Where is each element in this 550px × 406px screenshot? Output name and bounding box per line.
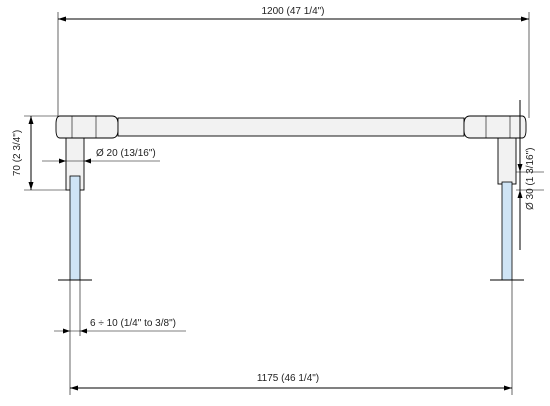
- top-overall-label: 1200 (47 1/4"): [261, 6, 324, 17]
- tube-arrow-left: [59, 158, 66, 164]
- left-glass-panel: [69, 175, 81, 281]
- tube-diameter-label: Ø 20 (13/16"): [96, 148, 156, 159]
- height-arrow-top: [28, 116, 34, 124]
- left-bracket: [55, 115, 119, 281]
- glass-thickness-label: 6 ÷ 10 (1/4" to 3/8"): [90, 318, 176, 329]
- top-overall-dimension: 1200 (47 1/4"): [57, 6, 530, 118]
- post-diameter-dimension: Ø 30 (1 3/16"): [516, 100, 544, 250]
- top-arrow-left: [58, 16, 66, 22]
- height-arrow-bottom: [28, 182, 34, 190]
- top-arrow-right: [521, 16, 529, 22]
- post-arrow-bottom: [517, 190, 523, 198]
- right-tee-fitting: [463, 115, 527, 139]
- glass-arrow-right: [80, 328, 87, 334]
- right-post: [497, 135, 517, 185]
- tube-arrow-right: [84, 158, 91, 164]
- bottom-arrow-left: [70, 385, 78, 391]
- post-arrow-top: [517, 164, 523, 172]
- bottom-overall-dimension: 1175 (46 1/4"): [69, 280, 513, 395]
- tube-diameter-dimension: Ø 20 (13/16"): [42, 148, 160, 164]
- horizontal-bar: [117, 117, 465, 137]
- bottom-overall-label: 1175 (46 1/4"): [257, 373, 319, 384]
- post-diameter-label: Ø 30 (1 3/16"): [525, 148, 536, 210]
- left-tee-fitting: [55, 115, 119, 139]
- height-label: 70 (2 3/4"): [12, 130, 23, 176]
- bottom-arrow-right: [504, 385, 512, 391]
- glass-arrow-left: [63, 328, 70, 334]
- right-glass-panel: [501, 181, 513, 281]
- height-dimension: 70 (2 3/4"): [12, 115, 68, 191]
- right-bracket: [463, 115, 527, 281]
- glass-thickness-dimension: 6 ÷ 10 (1/4" to 3/8"): [54, 280, 186, 336]
